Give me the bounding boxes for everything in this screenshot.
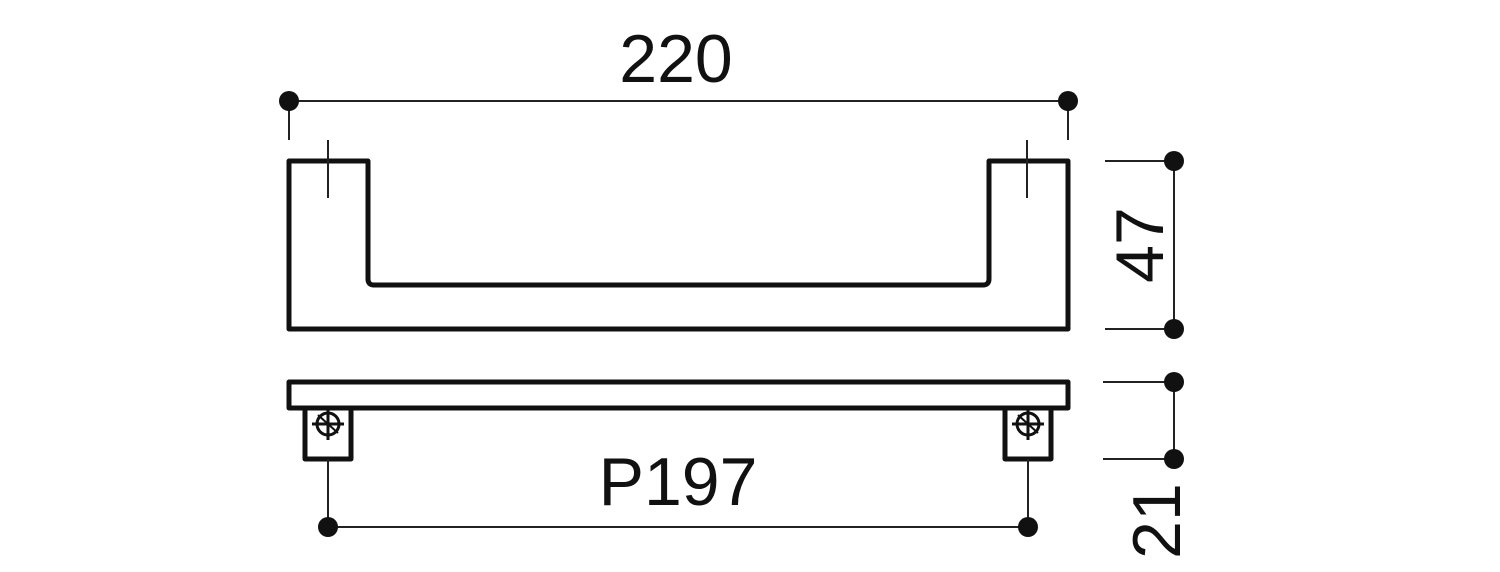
height-47-dot-top [1164,151,1184,171]
handle-top-view [286,140,1071,332]
overall-length-dot-left [279,91,299,111]
handle-side-view [286,379,1071,462]
overall-length-label: 220 [619,21,732,97]
pitch-label: P197 [599,444,758,520]
height-dimension-47: 47 [1102,151,1184,339]
overall-length-dot-right [1058,91,1078,111]
screw-icon [1012,408,1044,440]
height-47-dot-bottom [1164,319,1184,339]
pitch-dot-left [318,517,338,537]
height-21-label: 21 [1119,483,1195,559]
handle-side-bar [286,379,1071,411]
height-dimension-21: 21 [1103,372,1195,559]
screw-icon [312,408,344,440]
overall-length-dimension: 220 [279,21,1078,140]
pitch-dot-right [1018,517,1038,537]
height-21-dot-top [1164,372,1184,392]
handle-top-outline [286,158,1071,332]
pitch-dimension: P197 [318,444,1038,537]
height-47-label: 47 [1102,207,1178,283]
height-21-dot-bottom [1164,449,1184,469]
